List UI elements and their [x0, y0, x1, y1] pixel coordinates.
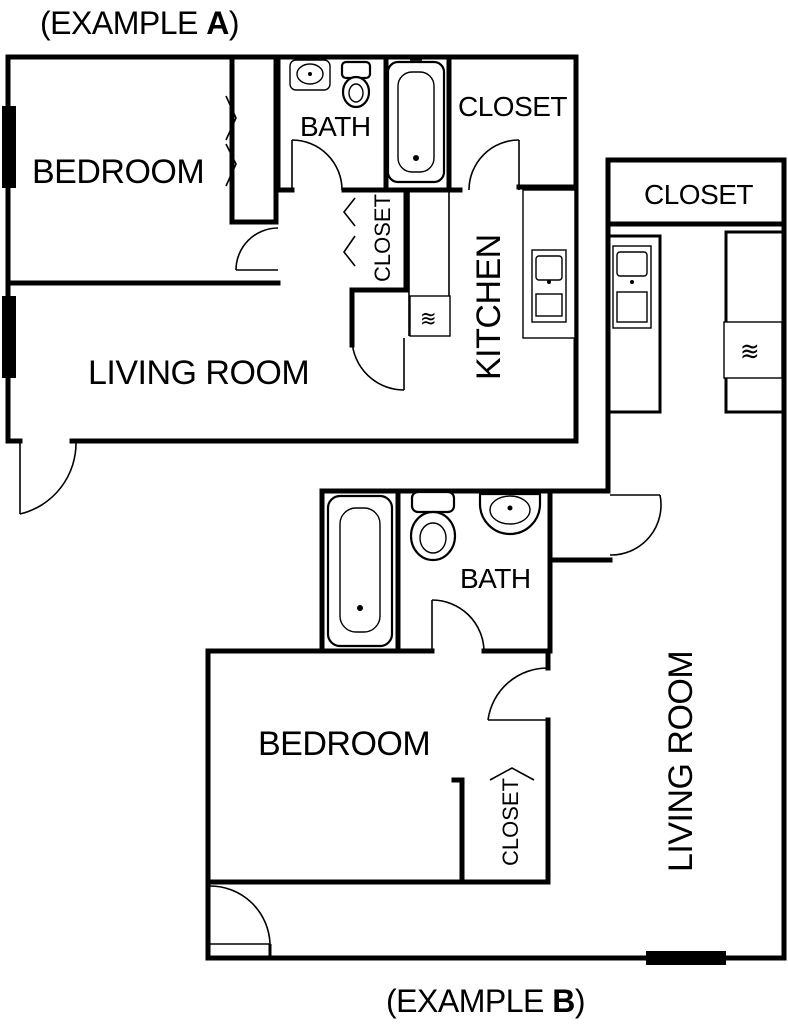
- example-b-plan: ≋: [205, 157, 787, 965]
- example-a-kitchen-sink: [531, 249, 567, 323]
- example-a-bedroom-label: BEDROOM: [32, 153, 204, 191]
- example-b-closet-walls: [207, 777, 551, 885]
- example-a-bedroom-door: [235, 227, 279, 271]
- example-b-closet-door: [489, 767, 535, 781]
- example-a-kitchen-label: KITCHEN: [470, 234, 508, 380]
- example-b-counter-left: [608, 234, 662, 414]
- example-b-toilet: [409, 490, 457, 562]
- example-b-hall-door: [609, 494, 662, 556]
- example-a-stove: [409, 295, 451, 337]
- example-a-outer-wall: [5, 54, 579, 444]
- example-a-hall-closet-door: [342, 197, 356, 267]
- example-b-bedroom-door: [487, 667, 549, 721]
- caption-example-a: (EXAMPLE A): [40, 5, 239, 41]
- example-a-stove-icon: ≋: [420, 306, 437, 331]
- example-b-bath-wall-right: [547, 488, 613, 563]
- example-a-entry-door: [19, 440, 77, 515]
- example-a-living-room-label: LIVING ROOM: [88, 354, 309, 392]
- example-a-window-bedroom: [2, 106, 16, 188]
- example-a-top-closet-door: [468, 139, 520, 191]
- example-a-closet-swing-door: [351, 338, 405, 391]
- example-b-kitchen-sink: [612, 245, 652, 329]
- example-b-bath-sink: [478, 492, 542, 536]
- example-a-bifold-door: [225, 95, 237, 187]
- example-a-hall-closet-wall: [349, 187, 409, 348]
- example-b-bathtub: [326, 494, 394, 648]
- example-a-window-living: [2, 296, 16, 378]
- example-b-stove-icon: ≋: [740, 336, 760, 366]
- example-a-bedroom-closet-wall: [229, 54, 279, 225]
- example-b-living-room-label: LIVING ROOM: [662, 651, 700, 872]
- example-a-bath-door: [291, 139, 343, 191]
- example-a-bath-wall-left: [275, 54, 295, 193]
- example-b-outer-wall: [205, 157, 787, 961]
- example-a-plan: ≋ BEDROOM BATH CLOSET CLOSET KITCHEN LIV…: [2, 54, 579, 515]
- example-b-closet-label: CLOSET: [644, 179, 753, 210]
- example-a-bath-sink: [289, 59, 331, 91]
- caption-example-b: (EXAMPLE B): [386, 983, 585, 1019]
- example-b-stove: [723, 321, 783, 379]
- example-a-closet-label: CLOSET: [458, 91, 567, 122]
- example-b-bedroom-closet-label: CLOSET: [498, 778, 523, 866]
- example-b-bath-label: BATH: [460, 563, 531, 594]
- example-b-bath-door: [431, 599, 485, 652]
- example-b-bedroom-exit-door: [209, 885, 272, 958]
- example-a-hall-closet-label: CLOSET: [370, 194, 395, 282]
- example-b-window: [646, 951, 726, 965]
- example-b-bedroom-label: BEDROOM: [258, 725, 430, 763]
- example-a-bath-label: BATH: [300, 111, 371, 142]
- example-a-bathtub: [386, 59, 446, 184]
- example-a-toilet: [340, 60, 372, 109]
